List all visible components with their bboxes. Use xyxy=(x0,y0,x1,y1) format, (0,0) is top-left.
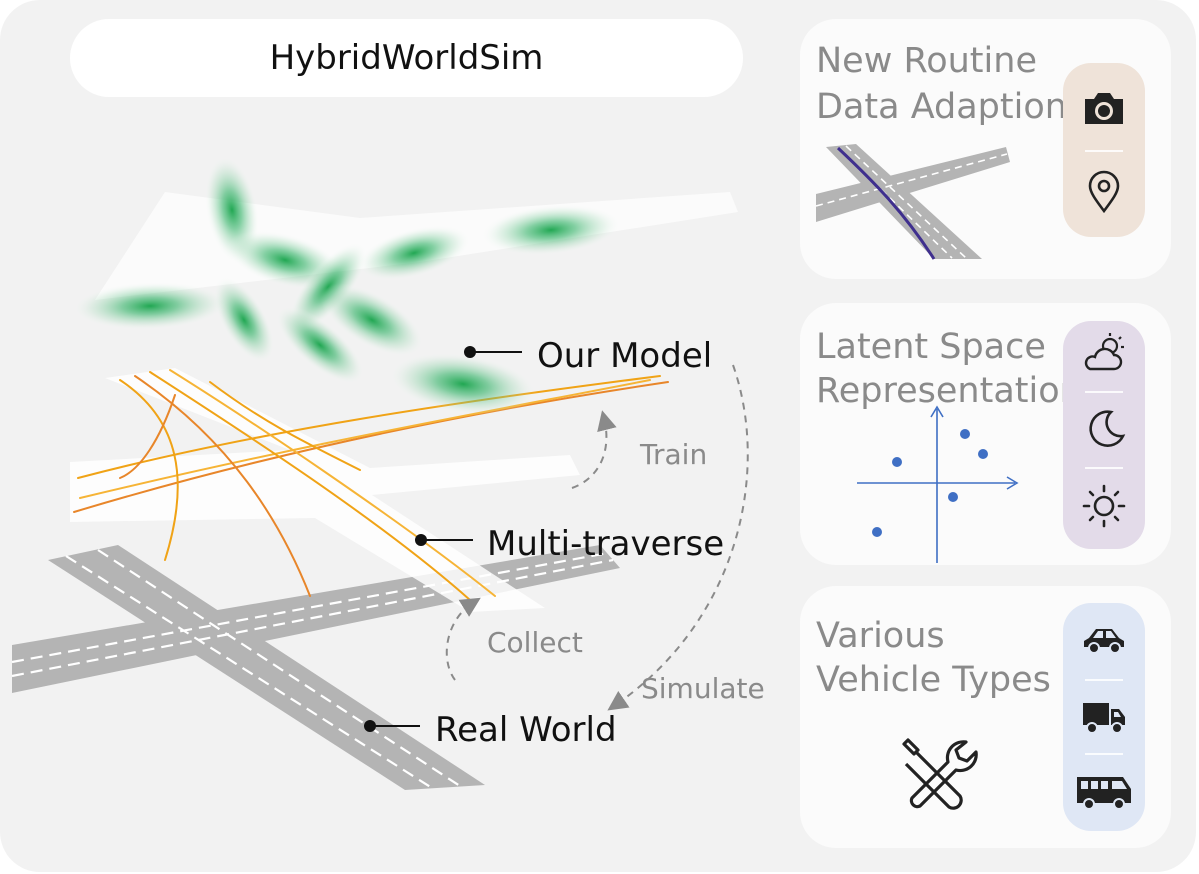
label-our-model: Our Model xyxy=(537,336,713,376)
card-title-line: Vehicle Types xyxy=(816,660,1051,700)
title-pill: HybridWorldSim xyxy=(70,19,743,97)
card-title-line: Various xyxy=(816,616,945,656)
real-world-road xyxy=(11,545,620,790)
condition-pill xyxy=(1063,321,1145,549)
step-collect: Collect xyxy=(487,626,583,659)
latent-point xyxy=(948,492,958,502)
card-title-line: Latent Space xyxy=(816,327,1046,367)
pill-divider xyxy=(1085,679,1123,681)
card-title-line: Representation xyxy=(816,371,1082,411)
latent-scatter-plot xyxy=(857,405,1019,563)
diagram-title: HybridWorldSim xyxy=(269,38,544,78)
latent-point xyxy=(978,449,988,459)
partly-cloudy-icon xyxy=(1084,333,1124,371)
step-simulate: Simulate xyxy=(641,672,765,705)
card-title-line: New Routine xyxy=(816,41,1037,81)
our-model-layer xyxy=(72,155,738,416)
pill-divider xyxy=(1085,753,1123,755)
pill-divider xyxy=(1085,150,1123,152)
multi-traverse-layer xyxy=(70,368,669,612)
route-road-illustration xyxy=(815,144,1010,260)
latent-point xyxy=(872,527,882,537)
sun-icon xyxy=(1082,484,1126,528)
card-new-routine: New Routine Data Adaption xyxy=(800,19,1171,279)
moon-icon xyxy=(1089,410,1126,447)
card-title-line: Data Adaption xyxy=(816,87,1067,127)
layer-pointers xyxy=(364,346,522,732)
card-latent-space: Latent Space Representation xyxy=(800,303,1171,565)
tools-icon xyxy=(902,738,978,810)
step-train: Train xyxy=(640,438,708,471)
bus-icon xyxy=(1077,777,1131,810)
camera-icon xyxy=(1085,93,1123,124)
latent-point xyxy=(892,457,902,467)
map-pin-icon xyxy=(1088,170,1120,214)
step-arrows xyxy=(445,364,749,711)
pill-divider xyxy=(1085,391,1123,393)
truck-icon xyxy=(1083,703,1125,734)
pill-divider xyxy=(1085,467,1123,469)
sensor-pill xyxy=(1063,63,1145,237)
vehicle-pill xyxy=(1063,603,1145,831)
car-icon xyxy=(1084,629,1124,654)
card-vehicle-types: Various Vehicle Types xyxy=(800,586,1171,848)
label-real-world: Real World xyxy=(435,710,617,750)
latent-point xyxy=(960,429,970,439)
label-multi-traverse: Multi-traverse xyxy=(487,524,725,564)
